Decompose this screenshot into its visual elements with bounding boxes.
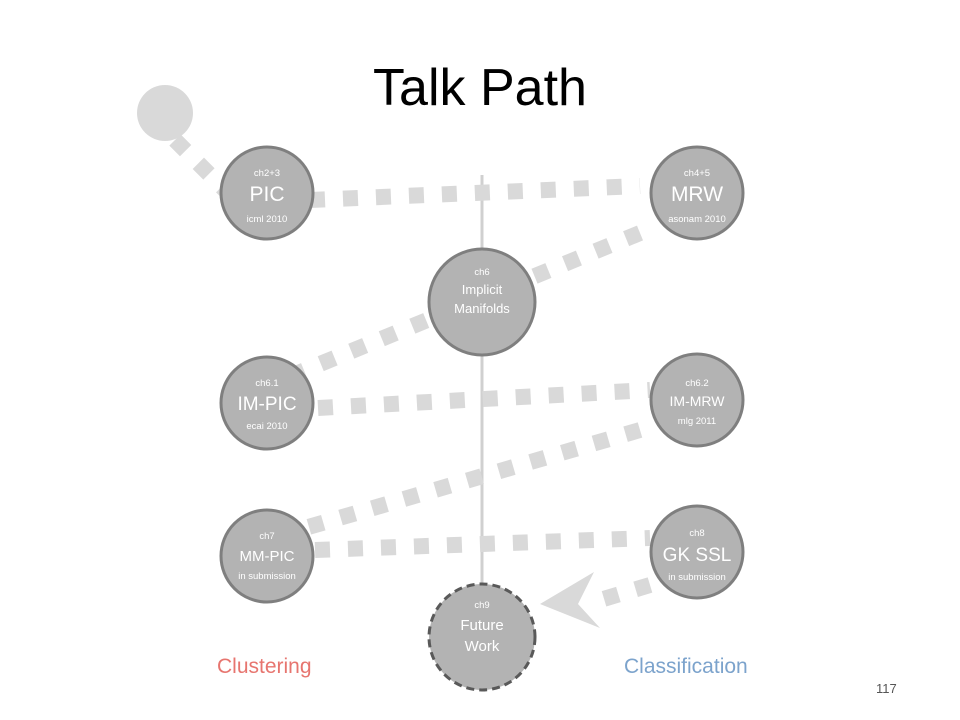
node-name-line1: Future xyxy=(460,617,503,634)
node-name: MM-PIC xyxy=(240,548,295,565)
node-chapter: ch9 xyxy=(474,600,489,611)
node-chapter: ch7 xyxy=(259,531,274,542)
node-name: IM-MRW xyxy=(670,393,726,409)
path-segment xyxy=(302,422,643,536)
node-chapter: ch6 xyxy=(474,267,489,278)
path-segment xyxy=(309,178,641,208)
node-venue: mlg 2011 xyxy=(678,416,716,427)
path-segment xyxy=(317,382,651,416)
node-name: IM-PIC xyxy=(237,394,296,415)
node-venue: in submission xyxy=(668,572,726,583)
node-chapter: ch4+5 xyxy=(684,168,710,179)
node-im-mrw: ch6.2 IM-MRW mlg 2011 xyxy=(649,352,745,448)
path-segment xyxy=(294,225,644,381)
node-name-line1: Implicit xyxy=(462,282,503,297)
node-name-line2: Manifolds xyxy=(454,301,510,316)
node-implicit-manifolds: ch6 Implicit Manifolds xyxy=(427,247,537,357)
path-segment xyxy=(587,577,653,611)
node-future-work: ch9 Future Work xyxy=(427,582,537,692)
node-pic: ch2+3 PIC icml 2010 xyxy=(219,145,315,241)
node-mm-pic: ch7 MM-PIC in submission xyxy=(219,508,315,604)
node-venue: asonam 2010 xyxy=(668,214,726,225)
clustering-label: Clustering xyxy=(217,655,312,678)
node-venue: in submission xyxy=(238,571,296,582)
node-mrw: ch4+5 MRW asonam 2010 xyxy=(649,145,745,241)
node-chapter: ch6.1 xyxy=(255,378,278,389)
node-chapter: ch6.2 xyxy=(685,378,708,389)
page-number: 117 xyxy=(876,681,897,696)
node-venue: icml 2010 xyxy=(247,214,288,225)
classification-label: Classification xyxy=(624,655,748,678)
node-name-line2: Work xyxy=(465,638,500,655)
node-chapter: ch8 xyxy=(689,528,704,539)
node-gk-ssl: ch8 GK SSL in submission xyxy=(649,504,745,600)
path-start-dot xyxy=(137,85,193,141)
path-arrowhead xyxy=(540,572,600,628)
talk-path xyxy=(169,134,653,611)
node-name: GK SSL xyxy=(663,545,732,566)
node-name: PIC xyxy=(249,183,284,206)
node-im-pic: ch6.1 IM-PIC ecai 2010 xyxy=(219,355,315,451)
node-chapter: ch2+3 xyxy=(254,168,280,179)
node-venue: ecai 2010 xyxy=(246,421,287,432)
node-name: MRW xyxy=(671,183,723,206)
path-segment xyxy=(314,530,651,558)
slide-title: Talk Path xyxy=(373,59,587,117)
